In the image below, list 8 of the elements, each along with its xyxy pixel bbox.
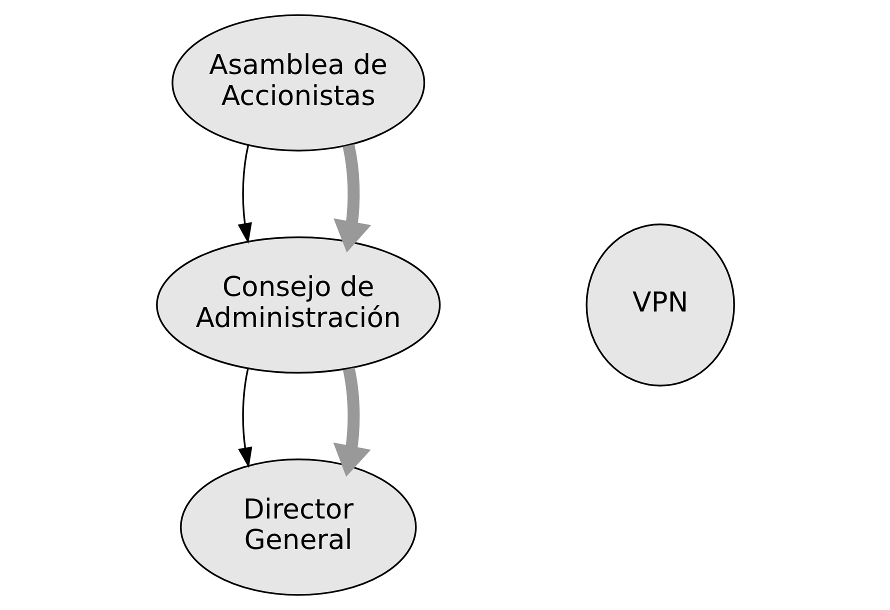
node-circle: VPN	[585, 224, 734, 386]
node-ellipse: Consejo de Administración	[156, 236, 440, 374]
arrow	[237, 145, 252, 244]
node-ellipse: Director General	[179, 458, 416, 596]
arrow	[333, 144, 371, 252]
arrow	[332, 368, 370, 477]
node-ellipse: Asamblea de Accionistas	[171, 14, 425, 152]
arrow	[238, 368, 252, 468]
